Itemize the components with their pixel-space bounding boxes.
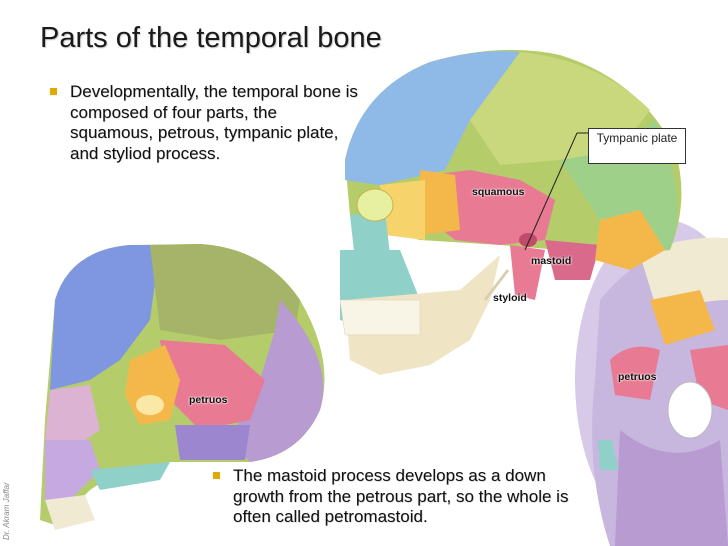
label-petrous-left: petruos	[189, 394, 228, 406]
label-petrous-right: petruos	[618, 371, 657, 383]
tympanic-plate-callout: Tympanic plate	[588, 128, 686, 164]
label-squamous: squamous	[472, 186, 525, 198]
bullet-square-icon	[213, 472, 220, 479]
slide-title: Parts of the temporal bone	[40, 22, 382, 54]
bullet-developmental-parts: Developmentally, the temporal bone is co…	[50, 82, 360, 164]
skull-base-view	[575, 220, 728, 546]
bullet-text: Developmentally, the temporal bone is co…	[70, 82, 358, 163]
author-credit: Dr. Akram Jaffar	[2, 482, 11, 540]
bullet-mastoid-process: The mastoid process develops as a down g…	[213, 466, 578, 528]
callout-pointer-line	[524, 132, 578, 251]
label-mastoid: mastoid	[531, 255, 572, 267]
label-styloid: styloid	[493, 292, 527, 304]
bullet-square-icon	[50, 88, 57, 95]
skull-sagittal-section	[40, 244, 325, 530]
bullet-text: The mastoid process develops as a down g…	[233, 466, 569, 526]
